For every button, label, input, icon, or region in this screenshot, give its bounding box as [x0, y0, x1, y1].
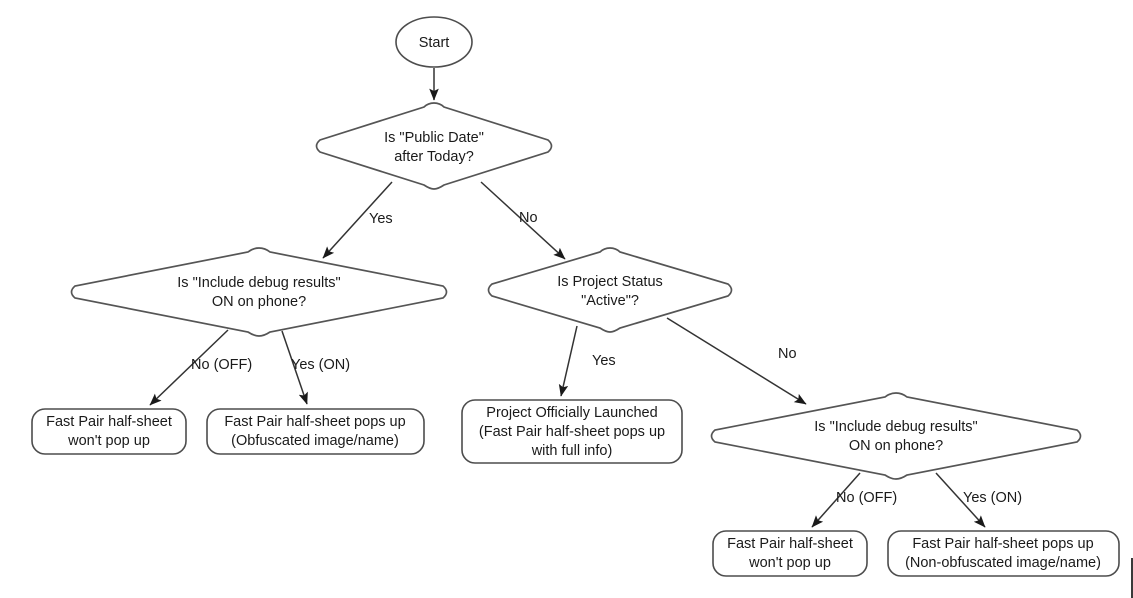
left-on-line-1: Fast Pair half-sheet pops up: [224, 414, 405, 430]
node-project-status-decision[interactable]: Is Project Status "Active"?: [487, 247, 733, 333]
edge-label-debug-right-yes-on: Yes (ON): [963, 490, 1022, 506]
right-edge-artifact: [1131, 558, 1133, 598]
nodes-layer: Start Is "Public Date" after Today? Is "…: [31, 16, 1120, 577]
debug-left-line-2: ON on phone?: [212, 294, 306, 310]
left-off-line-1: Fast Pair half-sheet: [46, 414, 172, 430]
edge-debug-right-no-off: [811, 472, 861, 528]
node-project-officially-launched[interactable]: Project Officially Launched (Fast Pair h…: [461, 399, 683, 464]
edge-label-project-status-yes: Yes: [592, 353, 616, 369]
edge-debug-left-yes-on: [281, 330, 308, 405]
edge-label-debug-right-no-off: No (OFF): [836, 490, 897, 506]
right-on-line-1: Fast Pair half-sheet pops up: [912, 536, 1093, 552]
node-public-date-decision[interactable]: Is "Public Date" after Today?: [315, 102, 553, 190]
edge-debug-right-yes-on: [935, 472, 986, 528]
edge-label-public-date-yes: Yes: [369, 211, 393, 227]
public-date-diamond[interactable]: [315, 102, 553, 190]
node-include-debug-results-right[interactable]: Is "Include debug results" ON on phone?: [710, 392, 1082, 480]
edge-label-debug-left-no-off: No (OFF): [191, 357, 252, 373]
project-status-diamond[interactable]: [487, 247, 733, 333]
edge-label-debug-left-yes-on: Yes (ON): [291, 357, 350, 373]
launched-line-2: (Fast Pair half-sheet pops up: [479, 424, 665, 440]
project-status-line-2: "Active"?: [581, 293, 639, 309]
debug-left-diamond[interactable]: [70, 247, 448, 337]
right-on-line-2: (Non-obfuscated image/name): [905, 555, 1101, 571]
left-on-box[interactable]: [206, 408, 425, 455]
right-off-box[interactable]: [712, 530, 868, 577]
launched-line-3: with full info): [531, 443, 613, 459]
right-off-line-2: won't pop up: [748, 555, 831, 571]
left-on-line-2: (Obfuscated image/name): [231, 433, 399, 449]
public-date-line-2: after Today?: [394, 149, 474, 165]
edge-public-date-no: [480, 181, 566, 260]
edge-labels-layer: Yes No No (OFF) Yes (ON) Yes No No (OFF)…: [191, 210, 1022, 506]
left-off-line-2: won't pop up: [67, 433, 150, 449]
public-date-line-1: Is "Public Date": [384, 130, 484, 146]
start-label: Start: [419, 35, 450, 51]
node-right-non-obfuscated-pops-up[interactable]: Fast Pair half-sheet pops up (Non-obfusc…: [887, 530, 1120, 577]
node-left-obfuscated-pops-up[interactable]: Fast Pair half-sheet pops up (Obfuscated…: [206, 408, 425, 455]
edge-debug-left-no-off: [149, 329, 229, 406]
debug-right-line-1: Is "Include debug results": [814, 419, 977, 435]
left-off-box[interactable]: [31, 408, 187, 455]
edge-public-date-yes: [322, 181, 393, 259]
project-status-line-1: Is Project Status: [557, 274, 663, 290]
edges-layer: [149, 68, 986, 528]
edge-label-public-date-no: No: [519, 210, 538, 226]
node-left-wont-pop-up[interactable]: Fast Pair half-sheet won't pop up: [31, 408, 187, 455]
node-include-debug-results-left[interactable]: Is "Include debug results" ON on phone?: [70, 247, 448, 337]
edge-project-status-yes: [558, 325, 578, 397]
launched-line-1: Project Officially Launched: [486, 405, 657, 421]
debug-right-line-2: ON on phone?: [849, 438, 943, 454]
node-right-wont-pop-up[interactable]: Fast Pair half-sheet won't pop up: [712, 530, 868, 577]
debug-right-diamond[interactable]: [710, 392, 1082, 480]
edge-label-project-status-no: No: [778, 346, 797, 362]
node-start[interactable]: Start: [395, 16, 473, 68]
right-on-box[interactable]: [887, 530, 1120, 577]
debug-left-line-1: Is "Include debug results": [177, 275, 340, 291]
launched-box[interactable]: [461, 399, 683, 464]
right-off-line-1: Fast Pair half-sheet: [727, 536, 853, 552]
start-ellipse[interactable]: [395, 16, 473, 68]
edge-project-status-no: [666, 317, 807, 405]
